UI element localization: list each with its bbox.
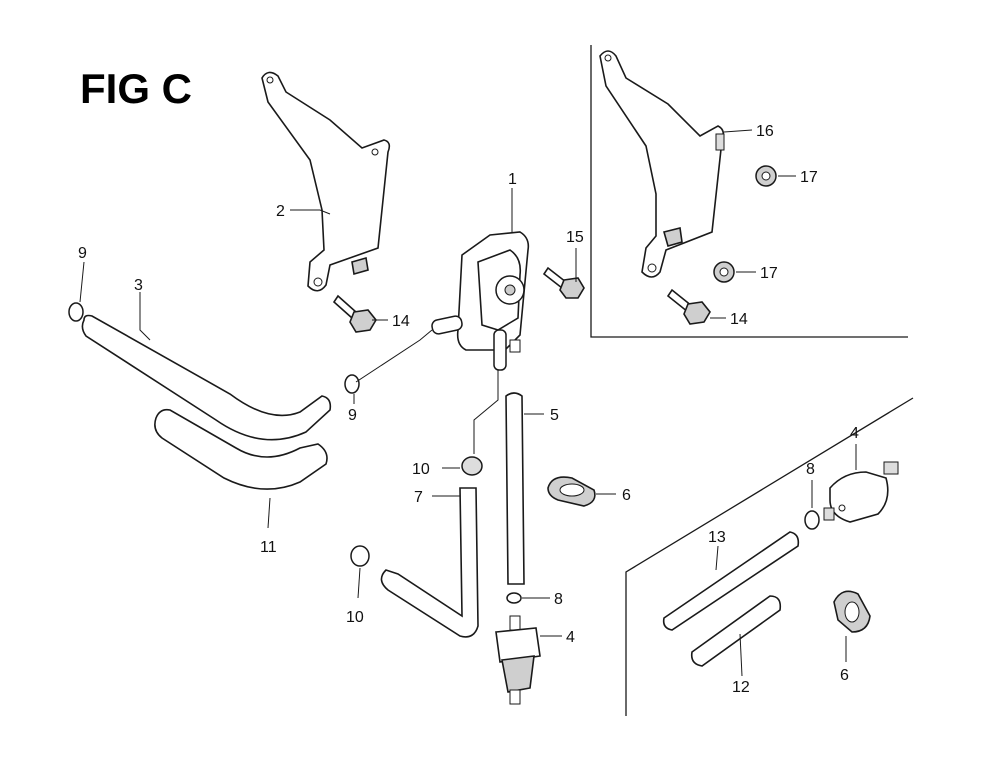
callout-9-mid: 9 (348, 407, 357, 424)
inset-frame-bottom (625, 397, 914, 716)
hose-part-3 (81, 314, 332, 441)
callout-7: 7 (414, 489, 423, 506)
callout-3: 3 (134, 277, 143, 294)
callout-8-center: 8 (554, 591, 563, 608)
nut-part-17-lower (713, 261, 735, 283)
callout-13: 13 (708, 529, 726, 546)
bolt-part-15 (542, 266, 585, 299)
callout-4-inset: 4 (850, 425, 859, 442)
bolt-part-14-left (332, 294, 377, 333)
callout-11: 11 (260, 539, 277, 556)
grommet-part-6-center (547, 476, 596, 507)
clip-part-9-mid (344, 374, 360, 394)
fuel-filter-part-4-center (495, 615, 541, 705)
nut-part-17-upper (755, 165, 777, 187)
callout-1: 1 (508, 171, 517, 188)
clip-part-10-upper (461, 456, 483, 476)
clip-part-8-center (506, 592, 522, 604)
bracket-part-16 (599, 50, 725, 278)
inset-frame-top (590, 45, 908, 338)
callout-14-inset: 14 (730, 311, 748, 328)
leader-lines (79, 129, 857, 677)
callout-6-inset: 6 (840, 667, 849, 684)
callout-17-lower: 17 (760, 265, 778, 282)
clip-part-9-left (68, 302, 84, 322)
grommet-part-6-inset (833, 590, 871, 633)
hose-part-5 (505, 392, 525, 585)
figure-title: FIG C (80, 65, 192, 112)
hose-part-12 (690, 595, 782, 667)
fuel-filter-part-4-inset (823, 461, 899, 523)
callout-17-upper: 17 (800, 169, 818, 186)
hose-part-13 (662, 531, 800, 631)
callout-10-lower: 10 (346, 609, 364, 626)
bracket-part-2 (261, 71, 391, 292)
callout-5: 5 (550, 407, 559, 424)
callout-14-left: 14 (392, 313, 410, 330)
callout-15: 15 (566, 229, 584, 246)
clip-part-10-lower (350, 545, 370, 567)
callout-9-left: 9 (78, 245, 87, 262)
bolt-part-14-inset (666, 288, 711, 325)
callout-6-center: 6 (622, 487, 631, 504)
callout-12: 12 (732, 679, 750, 696)
fuel-pump-part-1 (431, 231, 530, 371)
callout-16: 16 (756, 123, 774, 140)
hose-part-11 (154, 408, 328, 490)
callout-10-upper: 10 (412, 461, 430, 478)
callouts: 1 2 3 9 9 11 14 15 10 7 10 5 6 8 4 16 17… (78, 123, 859, 696)
hose-part-7 (380, 487, 479, 638)
callout-8-inset: 8 (806, 461, 815, 478)
clip-part-8-inset (804, 510, 820, 530)
callout-2: 2 (276, 203, 285, 220)
callout-4-center: 4 (566, 629, 575, 646)
